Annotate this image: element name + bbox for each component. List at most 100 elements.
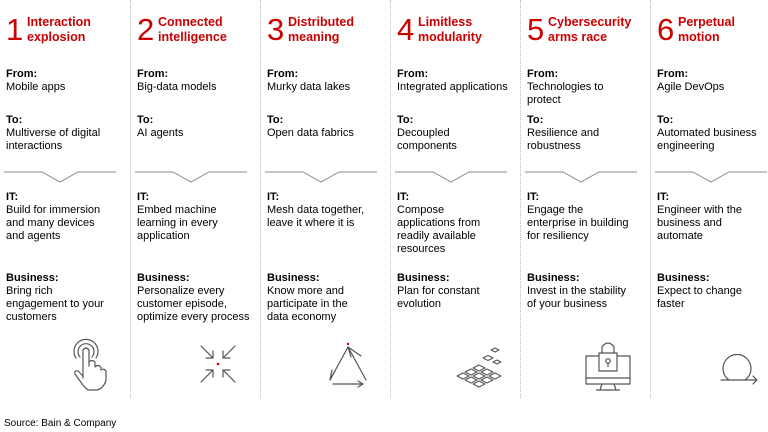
business-text: Personalize every customer episode, opti… (137, 285, 250, 323)
from-label: From: (397, 68, 429, 80)
locked-monitor-icon (585, 342, 631, 391)
to-block: To: Resilience and robustness (527, 114, 643, 153)
column-title: Interaction explosion (27, 15, 91, 44)
it-label: IT: (657, 191, 670, 203)
column-number: 2 (137, 12, 155, 47)
to-text: Multiverse of digital interactions (6, 127, 101, 152)
to-label: To: (397, 114, 414, 126)
from-text: Mobile apps (6, 81, 66, 93)
business-text: Know more and participate in the data ec… (267, 285, 348, 323)
column-5: 5 Cybersecurity arms race From: Technolo… (520, 0, 645, 398)
column-header: 3 Distributed meaning (267, 14, 383, 54)
to-label: To: (657, 114, 674, 126)
to-label: To: (267, 114, 284, 126)
it-label: IT: (397, 191, 410, 203)
column-header: 1 Interaction explosion (6, 14, 123, 54)
from-text: Big-data models (137, 81, 217, 93)
to-text: Open data fabrics (267, 127, 354, 139)
it-block: IT: Engage the enterprise in building fo… (527, 191, 643, 243)
to-block: To: Automated business engineering (657, 114, 768, 153)
to-block: To: Multiverse of digital interactions (6, 114, 123, 153)
column-title: Connected intelligence (158, 15, 227, 44)
to-block: To: Decoupled components (397, 114, 513, 153)
business-block: Business: Expect to change faster (657, 272, 768, 311)
business-block: Business: Know more and participate in t… (267, 272, 383, 324)
column-header: 4 Limitless modularity (397, 14, 513, 54)
chevron-divider-icon (525, 171, 637, 183)
column-2: 2 Connected intelligence From: Big-data … (130, 0, 255, 398)
from-label: From: (527, 68, 559, 80)
loop-arrow-icon (720, 353, 758, 385)
from-label: From: (6, 68, 38, 80)
from-text: Technologies to protect (527, 81, 604, 106)
column-title: Cybersecurity arms race (548, 15, 632, 44)
to-text: Resilience and robustness (527, 127, 600, 152)
column-header: 5 Cybersecurity arms race (527, 14, 643, 54)
from-block: From: Big-data models (137, 68, 253, 94)
business-text: Bring rich engagement to your customers (6, 285, 104, 323)
it-text: Compose applications from readily availa… (397, 204, 481, 255)
business-label: Business: (6, 272, 59, 284)
to-label: To: (137, 114, 154, 126)
column-title: Distributed meaning (288, 15, 354, 44)
from-block: From: Agile DevOps (657, 68, 768, 94)
it-text: Engineer with the business and automate (657, 204, 742, 242)
it-block: IT: Embed machine learning in every appl… (137, 191, 253, 243)
business-text: Plan for constant evolution (397, 285, 480, 310)
it-block: IT: Mesh data together, leave it where i… (267, 191, 383, 230)
chevron-divider-icon (265, 171, 377, 183)
column-title: Perpetual motion (678, 15, 735, 44)
source-note: Source: Bain & Company (4, 418, 117, 429)
column-header: 6 Perpetual motion (657, 14, 768, 54)
it-text: Mesh data together, leave it where it is (267, 204, 365, 229)
column-number: 6 (657, 12, 675, 47)
it-text: Engage the enterprise in building for re… (527, 204, 629, 242)
column-number: 4 (397, 12, 415, 47)
chevron-divider-icon (4, 171, 116, 183)
chevron-divider-icon (655, 171, 767, 183)
from-text: Integrated applications (397, 81, 508, 93)
it-label: IT: (137, 191, 150, 203)
it-label: IT: (6, 191, 19, 203)
column-4: 4 Limitless modularity From: Integrated … (390, 0, 515, 398)
it-block: IT: Engineer with the business and autom… (657, 191, 768, 243)
column-number: 3 (267, 12, 285, 47)
column-number: 1 (6, 12, 24, 47)
to-label: To: (527, 114, 544, 126)
from-label: From: (137, 68, 169, 80)
from-block: From: Integrated applications (397, 68, 513, 94)
to-text: Automated business engineering (657, 127, 757, 152)
it-text: Embed machine learning in every applicat… (137, 204, 218, 242)
modular-blocks-icon (456, 347, 502, 388)
triangle-cycle-icon (329, 342, 367, 388)
chevron-divider-icon (135, 171, 247, 183)
business-block: Business: Invest in the stability of you… (527, 272, 643, 311)
it-label: IT: (267, 191, 280, 203)
business-block: Business: Personalize every customer epi… (137, 272, 253, 324)
from-text: Agile DevOps (657, 81, 725, 93)
to-block: To: Open data fabrics (267, 114, 383, 140)
business-block: Business: Plan for constant evolution (397, 272, 513, 311)
from-label: From: (657, 68, 689, 80)
column-number: 5 (527, 12, 545, 47)
it-label: IT: (527, 191, 540, 203)
from-block: From: Murky data lakes (267, 68, 383, 94)
from-label: From: (267, 68, 299, 80)
to-text: Decoupled components (397, 127, 457, 152)
it-block: IT: Build for immersion and many devices… (6, 191, 123, 243)
from-block: From: Mobile apps (6, 68, 123, 94)
business-text: Invest in the stability of your business (527, 285, 627, 310)
to-text: AI agents (137, 127, 184, 139)
column-3: 3 Distributed meaning From: Murky data l… (260, 0, 385, 398)
business-block: Business: Bring rich engagement to your … (6, 272, 123, 324)
business-label: Business: (267, 272, 320, 284)
business-label: Business: (397, 272, 450, 284)
column-6: 6 Perpetual motion From: Agile DevOps To… (650, 0, 768, 398)
touch-hand-icon (73, 338, 107, 391)
column-title: Limitless modularity (418, 15, 482, 44)
from-block: From: Technologies to protect (527, 68, 643, 107)
column-header: 2 Connected intelligence (137, 14, 253, 54)
business-label: Business: (657, 272, 710, 284)
chevron-divider-icon (395, 171, 507, 183)
it-block: IT: Compose applications from readily av… (397, 191, 513, 256)
